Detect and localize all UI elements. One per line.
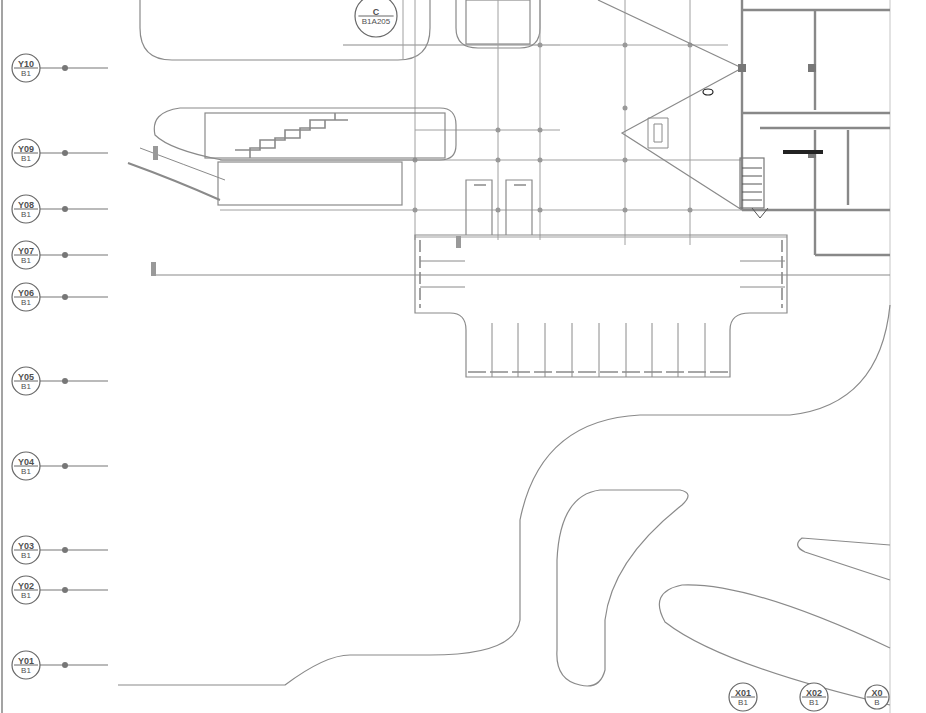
- grid-bubble: Y07B1: [11, 240, 41, 270]
- grid-number: Y04: [18, 457, 34, 467]
- grid-number: Y09: [18, 144, 34, 154]
- sheet-ref: B1: [21, 467, 31, 476]
- sheet-ref: B1: [21, 69, 31, 78]
- sheet-ref: B1: [21, 298, 31, 307]
- grid-number: Y02: [18, 581, 34, 591]
- grid-bubble: Y08B1: [11, 194, 41, 224]
- grid-number: C: [373, 7, 380, 17]
- grid-bubble: Y04B1: [11, 451, 41, 481]
- sheet-ref: B1: [21, 551, 31, 560]
- sheet-ref: B1: [738, 698, 748, 707]
- grid-number: Y10: [18, 59, 34, 69]
- grid-bubble: Y01B1: [11, 650, 41, 680]
- sheet-ref: B1: [21, 256, 31, 265]
- grid-number: Y01: [18, 656, 34, 666]
- grid-number: Y06: [18, 288, 34, 298]
- grid-bubble: Y09B1: [11, 138, 41, 168]
- grid-number: Y08: [18, 200, 34, 210]
- sheet-ref: B1A205: [362, 17, 390, 26]
- grid-number: Y05: [18, 372, 34, 382]
- grid-bubble: Y06B1: [11, 282, 41, 312]
- grid-bubble: Y05B1: [11, 366, 41, 396]
- grid-bubble: X02B1: [799, 682, 829, 712]
- grid-bubble: X01B1: [728, 682, 758, 712]
- sheet-ref: B1: [21, 382, 31, 391]
- grid-bubble: Y02B1: [11, 575, 41, 605]
- grid-number: Y03: [18, 541, 34, 551]
- grid-bubble: Y03B1: [11, 535, 41, 565]
- grid-bubble: CB1A205: [354, 0, 398, 38]
- grid-number: X0: [871, 688, 882, 698]
- sheet-ref: B: [874, 698, 879, 707]
- sheet-ref: B1: [21, 591, 31, 600]
- sheet-ref: B1: [21, 666, 31, 675]
- grid-bubble: Y10B1: [11, 53, 41, 83]
- sheet-ref: B1: [21, 210, 31, 219]
- grid-number: Y07: [18, 246, 34, 256]
- grid-bubble: X0B: [864, 684, 890, 710]
- sheet-ref: B1: [21, 154, 31, 163]
- grid-number: X01: [735, 688, 751, 698]
- grid-number: X02: [806, 688, 822, 698]
- sheet-ref: B1: [809, 698, 819, 707]
